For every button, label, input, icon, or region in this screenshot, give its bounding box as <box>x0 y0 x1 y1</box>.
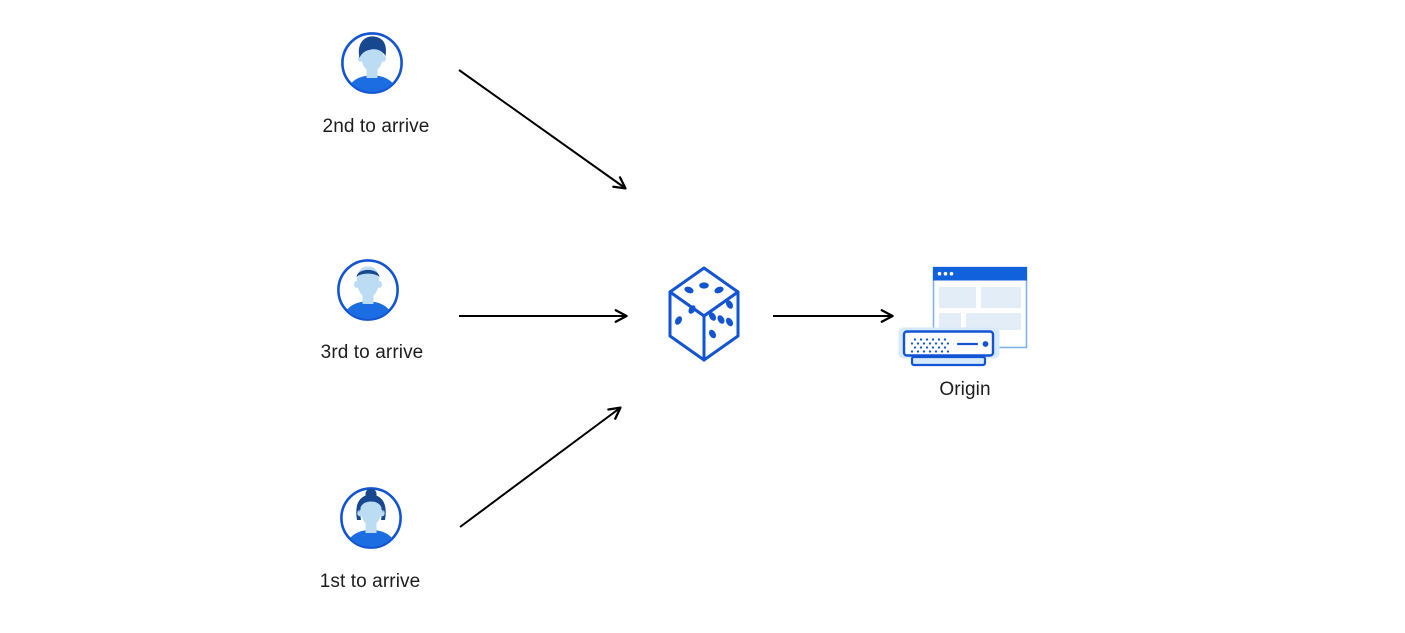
arrow-user2nd-to-dice <box>458 69 627 190</box>
node-dice <box>666 264 742 367</box>
dice-icon <box>668 266 740 362</box>
node-user-3rd <box>336 258 400 327</box>
node-origin <box>898 260 1030 375</box>
node-label-user-3rd: 3rd to arrive <box>320 342 424 363</box>
avatar-man-short-hair-icon <box>337 259 399 321</box>
origin-server-icon <box>898 266 1028 367</box>
arrow-user1st-to-dice <box>459 406 622 528</box>
node-label-user-2nd: 2nd to arrive <box>322 116 430 137</box>
avatar-woman-bun-icon <box>340 487 402 549</box>
node-user-1st <box>339 486 403 555</box>
node-label-origin: Origin <box>939 379 991 400</box>
avatar-man-pompadour-icon <box>341 32 403 94</box>
node-label-user-1st: 1st to arrive <box>319 571 421 592</box>
node-user-2nd <box>340 31 404 100</box>
